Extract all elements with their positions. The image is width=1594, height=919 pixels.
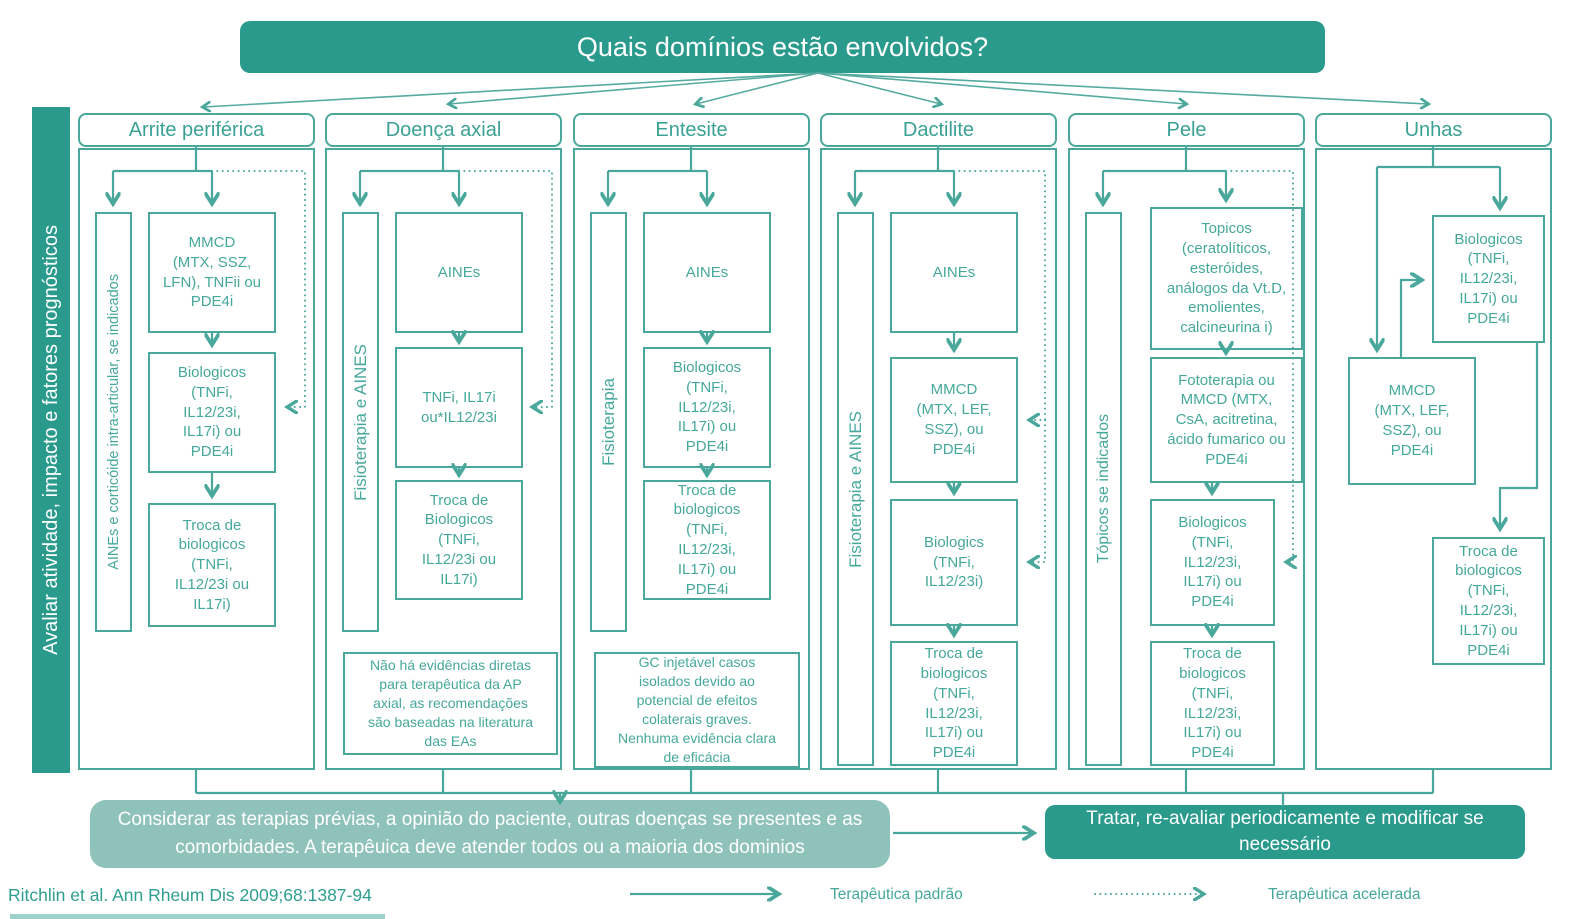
side-box-artrite: AINEs e corticóide intra-articular, se i… <box>95 212 132 632</box>
title-banner: Quais domínios estão envolvidos? <box>240 21 1325 73</box>
legend-accelerated-label: Terapêutica acelerada <box>1268 886 1421 903</box>
sidebar-label: Avaliar atividade, impacto e fatores pro… <box>39 225 62 655</box>
box-unhas-troca: Troca de biologicos (TNFi, IL12/23i, IL1… <box>1432 537 1545 665</box>
box-unhas-biologicos: Biologicos (TNFi, IL12/23i, IL17i) ou PD… <box>1432 215 1545 343</box>
box-unhas-mmcd: MMCD (MTX, LEF, SSZ), ou PDE4i <box>1348 357 1476 485</box>
box-entesite-biologicos: Biologicos (TNFi, IL12/23i, IL17i) ou PD… <box>643 347 771 468</box>
consider-box: Considerar as terapias prévias, a opiniã… <box>90 800 890 868</box>
legend-standard-label: Terapêutica padrão <box>830 886 963 903</box>
side-box-entesite: Fisioterapia <box>590 212 627 632</box>
side-label-artrite: AINEs e corticóide intra-articular, se i… <box>105 274 122 570</box>
note-axial: Não há evidências diretas para terapêuti… <box>343 652 558 755</box>
side-label-dactilite: Fisioterapia e AINES <box>845 410 865 568</box>
side-label-axial: Fisioterapia e AINES <box>350 343 370 501</box>
box-artrite-troca: Troca de biologicos (TNFi, IL12/23i ou I… <box>148 503 276 627</box>
side-label-entesite: Fisioterapia <box>598 378 618 466</box>
box-entesite-troca: Troca de biologicos (TNFi, IL12/23i, IL1… <box>643 480 771 600</box>
sidebar-bar: Avaliar atividade, impacto e fatores pro… <box>32 107 70 773</box>
column-header-artrite-periferica: Arrite periférica <box>78 113 315 147</box>
box-pele-biologicos: Biologicos (TNFi, IL12/23i, IL17i) ou PD… <box>1150 499 1275 626</box>
column-header-doenca-axial: Doença axial <box>325 113 562 147</box>
box-axial-aines: AINEs <box>395 212 523 333</box>
box-dactilite-biologics: Biologics (TNFi, IL12/23i) <box>890 499 1018 626</box>
column-header-entesite: Entesite <box>573 113 810 147</box>
side-box-axial: Fisioterapia e AINES <box>342 212 379 632</box>
box-dactilite-troca: Troca de biologicos (TNFi, IL12/23i, IL1… <box>890 641 1018 766</box>
note-entesite: GC injetável casos isolados devido ao po… <box>594 652 800 768</box>
box-pele-fototerapia: Fototerapia ou MMCD (MTX, CsA, acitretin… <box>1150 357 1303 483</box>
box-artrite-biologicos: Biologicos (TNFi, IL12/23i, IL17i) ou PD… <box>148 352 276 473</box>
box-dactilite-aines: AINEs <box>890 212 1018 333</box>
box-axial-troca: Troca de Biologicos (TNFi, IL12/23i ou I… <box>395 480 523 600</box>
side-label-pele: Tópicos se indicados <box>1094 414 1112 564</box>
column-header-dactilite: Dactilite <box>820 113 1057 147</box>
box-axial-tnfi: TNFi, IL17i ou*IL12/23i <box>395 347 523 468</box>
box-entesite-aines: AINEs <box>643 212 771 333</box>
side-box-dactilite: Fisioterapia e AINES <box>837 212 874 766</box>
side-box-pele: Tópicos se indicados <box>1085 212 1122 766</box>
box-dactilite-mmcd: MMCD (MTX, LEF, SSZ), ou PDE4i <box>890 357 1018 483</box>
column-header-pele: Pele <box>1068 113 1305 147</box>
box-pele-topicos: Topicos (ceratolíticos, esteróides, anál… <box>1150 207 1303 350</box>
treat-box: Tratar, re-avaliar periodicamente e modi… <box>1045 805 1525 859</box>
bottom-cutoff-artifact <box>10 914 385 919</box>
column-header-unhas: Unhas <box>1315 113 1552 147</box>
citation-text: Ritchlin et al. Ann Rheum Dis 2009;68:13… <box>8 885 372 905</box>
box-artrite-mmcd: MMCD (MTX, SSZ, LFN), TNFii ou PDE4i <box>148 212 276 333</box>
box-pele-troca: Troca de biologicos (TNFi, IL12/23i, IL1… <box>1150 641 1275 766</box>
